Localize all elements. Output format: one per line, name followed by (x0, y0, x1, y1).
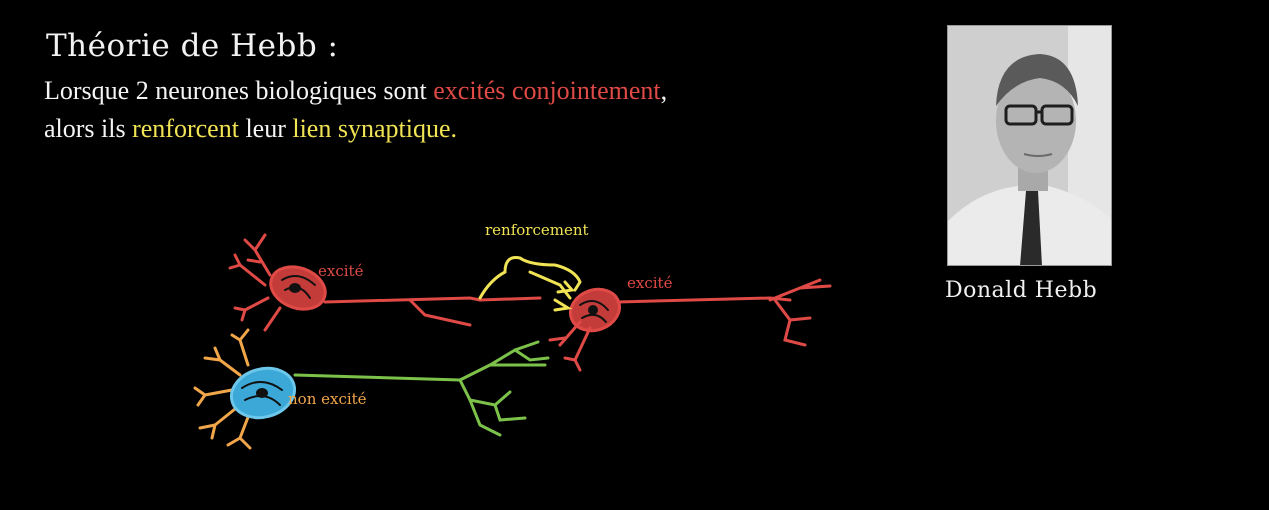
definition-text: leur (238, 114, 293, 143)
definition-line-2: alors ils renforcent leur lien synaptiqu… (44, 114, 457, 144)
highlight-excited-together: excités conjointement (433, 76, 661, 105)
definition-text: alors ils (44, 114, 133, 143)
neuron-diagram: excité renforcement excité non excité (170, 210, 890, 470)
highlight-reinforce: renforcent (132, 114, 239, 143)
definition-text: , (660, 76, 668, 105)
neuron-2-excited (548, 278, 832, 372)
portrait-illustration (948, 26, 1111, 265)
highlight-synaptic-link: lien synaptique. (292, 114, 457, 143)
definition-line-1: Lorsque 2 neurones biologiques sont exci… (44, 76, 667, 106)
portrait-caption: Donald Hebb (945, 278, 1098, 303)
page-title: Théorie de Hebb : (46, 28, 339, 64)
label-non-excite: non excité (288, 390, 367, 408)
label-excite-1: excité (318, 262, 364, 280)
neuron-1-excited (228, 233, 542, 332)
portrait-photo (947, 25, 1112, 266)
reinforcement-highlight (478, 256, 582, 312)
definition-text: Lorsque 2 neurones biologiques sont (44, 76, 434, 105)
neuron-3-non-excited (193, 328, 550, 450)
neuron-diagram-svg (193, 233, 832, 450)
label-excite-2: excité (627, 274, 673, 292)
label-renforcement: renforcement (485, 221, 589, 239)
